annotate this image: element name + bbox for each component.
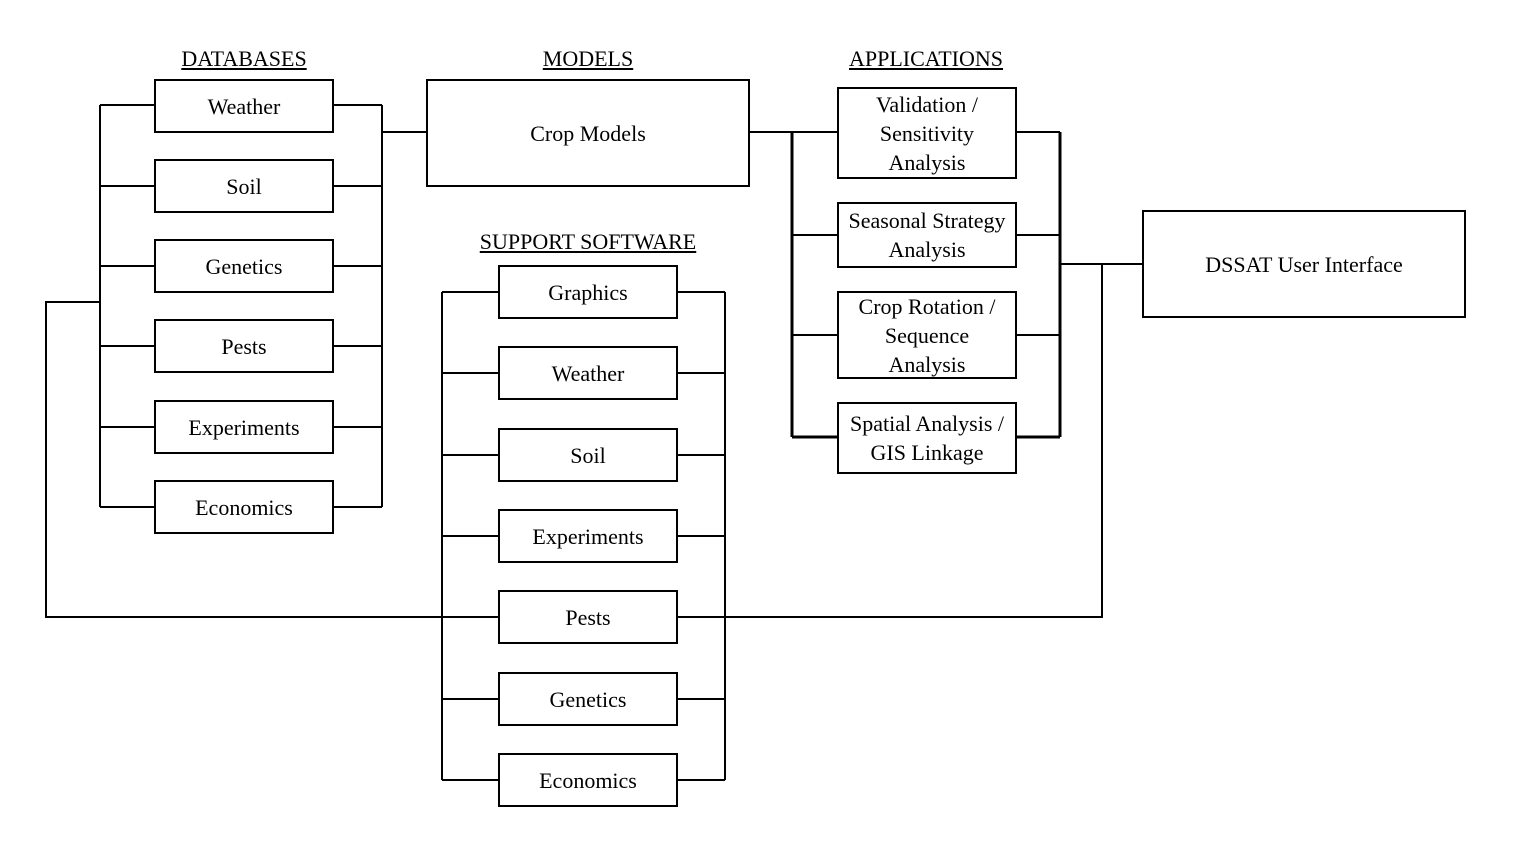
support-genetics-box: Genetics [498,672,678,726]
app-spatial-box: Spatial Analysis / GIS Linkage [837,402,1017,474]
application-label: Spatial Analysis / GIS Linkage [850,411,1004,465]
database-genetics-box: Genetics [154,239,334,293]
models-heading: MODELS [542,46,634,71]
crop-models-box: Crop Models [426,79,750,187]
support-label: Pests [565,604,611,630]
database-economics-box: Economics [154,480,334,534]
support-soil-box: Soil [498,428,678,482]
app-seasonal-box: Seasonal Strategy Analysis [837,202,1017,268]
support-label: Graphics [548,279,628,305]
support-weather-box: Weather [498,346,678,400]
support-experiments-box: Experiments [498,509,678,563]
support-label: Experiments [532,523,644,549]
support-software-heading: SUPPORT SOFTWARE [479,229,697,254]
support-label: Weather [551,360,625,386]
database-soil-box: Soil [154,159,334,213]
crop-models-label: Crop Models [530,120,646,146]
support-label: Genetics [549,686,627,712]
applications-heading: APPLICATIONS [848,46,1004,71]
support-economics-box: Economics [498,753,678,807]
database-label: Genetics [205,253,283,279]
application-label: Crop Rotation / Sequence Analysis [858,293,996,377]
dssat-interface-label: DSSAT User Interface [1205,251,1403,277]
app-rotation-box: Crop Rotation / Sequence Analysis [837,291,1017,379]
support-to-interface-loop [725,264,1103,618]
application-label: Validation / Sensitivity Analysis [875,91,979,175]
database-experiments-box: Experiments [154,400,334,454]
dssat-interface-box: DSSAT User Interface [1142,210,1466,318]
app-validation-box: Validation / Sensitivity Analysis [837,87,1017,179]
database-weather-box: Weather [154,79,334,133]
support-graphics-box: Graphics [498,265,678,319]
databases-heading: DATABASES [181,46,307,71]
database-label: Pests [221,333,267,359]
database-pests-box: Pests [154,319,334,373]
support-pests-box: Pests [498,590,678,644]
database-label: Soil [226,173,262,199]
support-label: Economics [539,767,637,793]
db-to-support-loop [45,301,442,618]
application-label: Seasonal Strategy Analysis [848,208,1006,262]
database-label: Weather [207,93,281,119]
database-label: Experiments [188,414,300,440]
support-label: Soil [570,442,606,468]
database-label: Economics [195,494,293,520]
